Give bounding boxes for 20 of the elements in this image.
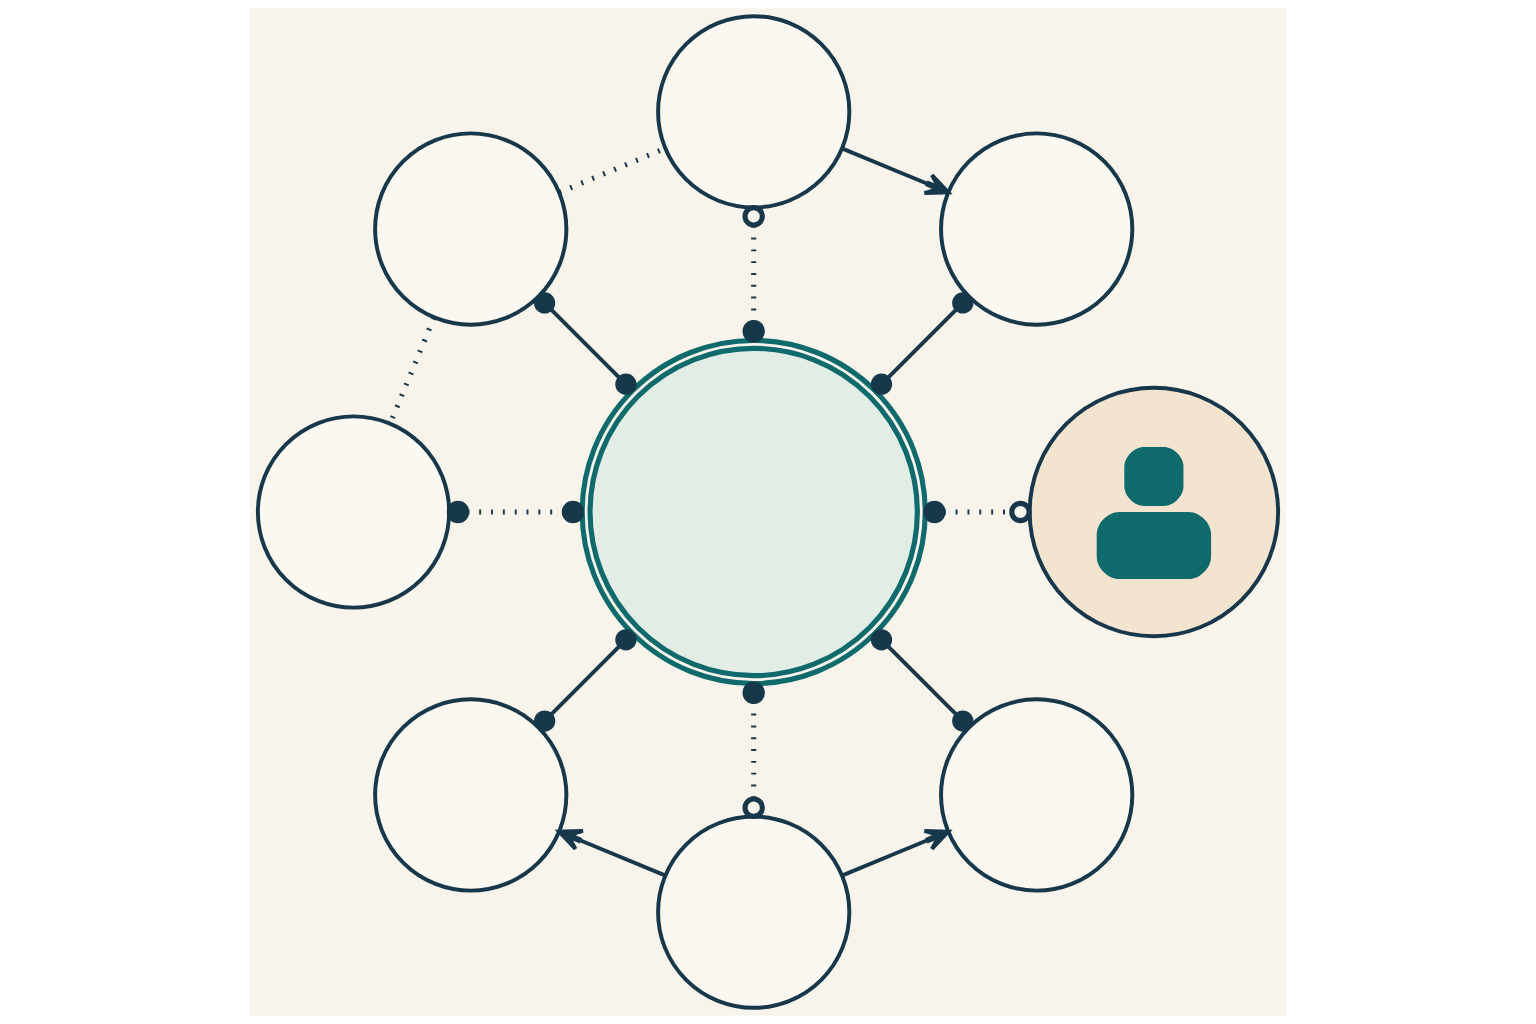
connector [533, 629, 637, 732]
node-circle [939, 131, 1135, 327]
arrow [841, 146, 951, 196]
node-person [1027, 385, 1281, 639]
arrow [841, 828, 951, 878]
node-circle [656, 14, 852, 210]
connector [870, 629, 974, 732]
node-circle [373, 131, 569, 327]
connector [870, 292, 974, 395]
arrow [557, 828, 666, 878]
connector [923, 500, 1032, 524]
node-circle [939, 697, 1135, 893]
node-circle [656, 814, 852, 1010]
connector [742, 205, 765, 343]
connector [533, 292, 637, 395]
node-circle [373, 697, 569, 893]
connector [742, 681, 765, 819]
node-circle [579, 337, 928, 687]
node-circle [255, 414, 452, 610]
connector [446, 500, 585, 524]
